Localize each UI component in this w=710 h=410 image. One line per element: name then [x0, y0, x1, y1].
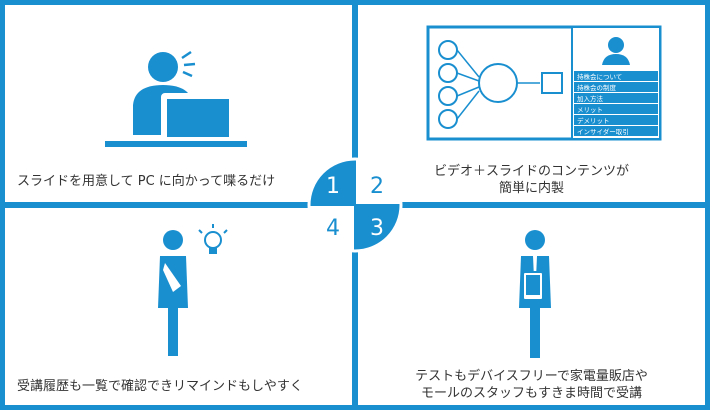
panel-video-slide-content: 持株会について持株会の制度加入方法メリットデメリットインサイダー取引 ビデオ＋ス…	[358, 5, 705, 202]
thinking-person-lightbulb-icon	[158, 224, 228, 356]
panel-history-reminders: 受講履歴も一覧で確認できリマインドもしやすく	[5, 208, 352, 405]
slide-item-label: デメリット	[577, 116, 610, 125]
caption-line: テストもデバイスフリーで家電量販店や	[415, 369, 648, 384]
presenter-at-laptop-icon	[105, 50, 247, 147]
slide-item-bar	[574, 71, 658, 81]
caption-line: 簡単に内製	[498, 181, 564, 196]
step-3-number: 3	[370, 216, 384, 241]
step-4-number: 4	[326, 216, 340, 241]
slide-item-label: メリット	[577, 106, 603, 114]
slide-item-bar	[574, 126, 658, 136]
caption-line: 受講履歴も一覧で確認できリマインドもしやすく	[17, 379, 303, 394]
slide-item-bar	[574, 93, 658, 103]
caption-4: テストもデバイスフリーで家電量販店や モールのスタッフもすきま時間で受講	[358, 368, 705, 402]
slide-item-label: インサイダー取引	[577, 127, 629, 136]
step-circle: 1 2 3 4	[307, 157, 403, 253]
lightbulb-icon	[198, 224, 228, 254]
slide-item-label: 加入方法	[577, 94, 604, 103]
slide-item-bar	[574, 82, 658, 92]
caption-line: モールのスタッフもすきま時間で受講	[420, 386, 642, 401]
slide-item-bar	[574, 104, 658, 114]
caption-line: スライドを用意して PC に向かって喋るだけ	[17, 174, 276, 189]
panel-record-presentation: スライドを用意して PC に向かって喋るだけ	[5, 5, 352, 202]
caption-2: ビデオ＋スライドのコンテンツが 簡単に内製	[358, 163, 705, 197]
caption-line: ビデオ＋スライドのコンテンツが	[433, 164, 629, 179]
step-2-number: 2	[370, 174, 384, 199]
person-with-tablet-icon	[519, 230, 551, 358]
slide-item-label: 持株会について	[577, 72, 622, 81]
slide-item-label: 持株会の制度	[577, 83, 617, 92]
caption-3: 受講履歴も一覧で確認できリマインドもしやすく	[17, 378, 352, 395]
panel-device-free-tests: テストもデバイスフリーで家電量販店や モールのスタッフもすきま時間で受講	[358, 208, 705, 405]
slide-item-bar	[574, 115, 658, 125]
step-1-number: 1	[326, 174, 340, 199]
caption-1: スライドを用意して PC に向かって喋るだけ	[17, 173, 352, 190]
